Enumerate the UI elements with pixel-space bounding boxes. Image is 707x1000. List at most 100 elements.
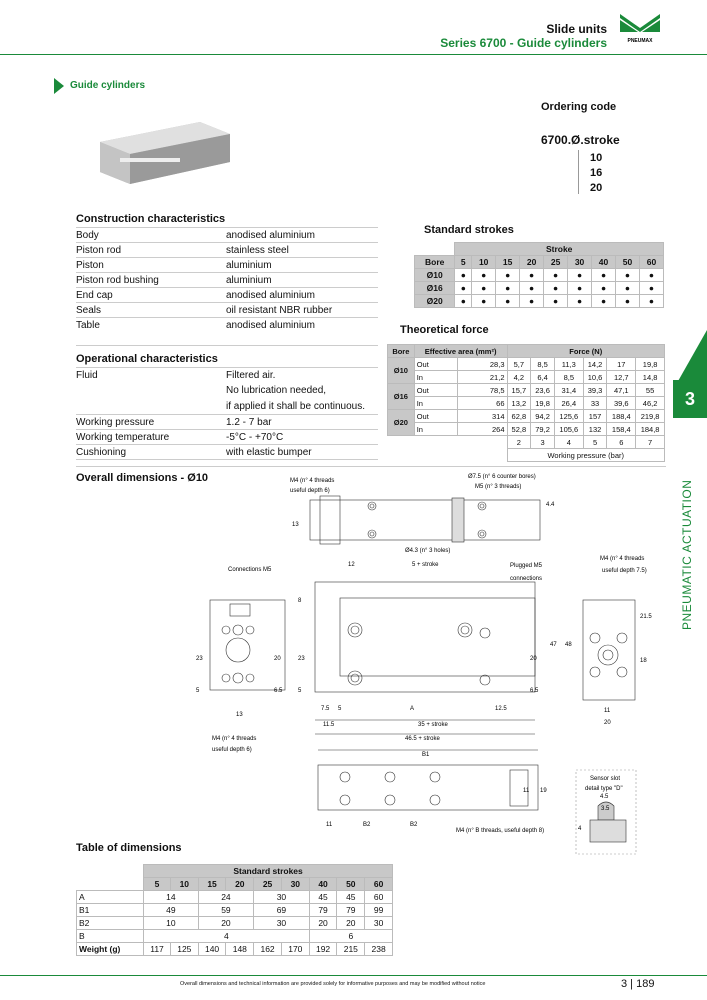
stroke-mark: ●	[454, 281, 473, 295]
header-subtitle: Series 6700 - Guide cylinders	[440, 36, 607, 50]
dimension-label: 5 + stroke	[412, 562, 439, 568]
dimension-label: 11	[326, 822, 333, 828]
th: 30	[567, 255, 593, 269]
dimension-label: Plugged M5	[510, 563, 543, 569]
table-cell: 50	[336, 877, 366, 891]
dimension-label: 5	[196, 688, 200, 694]
table-cell: 7	[635, 435, 665, 449]
dimension-label: 3.5	[601, 806, 610, 812]
ordering-option: 16	[590, 167, 603, 179]
dimension-label: 5	[338, 706, 342, 712]
technical-drawing: M4 (n° 4 threads useful depth 6) Ø7.5 (n…	[196, 474, 652, 855]
table-cell: 10	[169, 877, 199, 891]
operational-row: No lubrication needed,	[226, 384, 327, 396]
stroke-mark: ●	[615, 294, 640, 308]
th: 40	[591, 255, 616, 269]
table-cell: 184,8	[635, 422, 665, 436]
table-cell: 215	[336, 942, 366, 956]
table-cell	[388, 436, 508, 449]
table-cell: 21,2	[456, 370, 508, 384]
table-cell	[388, 449, 508, 462]
ordering-option: 10	[590, 152, 603, 164]
table-cell: Weight (g)	[75, 942, 145, 956]
stroke-mark: ●	[591, 281, 616, 295]
stroke-mark: ●	[567, 268, 593, 282]
table-cell: 19,8	[635, 357, 665, 371]
table-cell: 170	[280, 942, 310, 956]
dimension-label: Ø7.5 (n° 6 counter bores)	[468, 474, 536, 480]
operational-row: Working temperature-5°C - +70°C	[76, 431, 284, 443]
table-cell: 30	[253, 916, 310, 930]
table-cell: 162	[253, 942, 282, 956]
table-row: Ø16●●●●●●●●●	[413, 281, 665, 295]
table-cell: 188,4	[606, 409, 637, 423]
table-cell: 20	[336, 916, 366, 930]
table-cell: 78,5	[456, 383, 508, 397]
table-cell: 157	[582, 409, 608, 423]
table-cell: 45	[336, 890, 366, 904]
construction-title: Construction characteristics	[76, 213, 226, 225]
dimension-label: 35 + stroke	[418, 722, 449, 728]
dimension-label: M5 (n° 3 threads)	[475, 484, 521, 490]
table-cell: 10	[143, 916, 199, 930]
stroke-mark: ●	[591, 294, 616, 308]
table-cell: 66	[456, 396, 508, 410]
table-cell: 4	[143, 929, 310, 943]
dimension-label: connections	[510, 576, 542, 582]
table-cell: 125,6	[553, 409, 584, 423]
table-cell: 40	[308, 877, 338, 891]
ordering-bracket	[578, 150, 588, 194]
section-title: Guide cylinders	[70, 80, 146, 91]
table-cell: 39,3	[582, 383, 608, 397]
operational-title: Operational characteristics	[76, 353, 218, 365]
table-cell: 6	[606, 435, 637, 449]
table-cell: 49	[143, 903, 199, 917]
table-cell: 10,6	[582, 370, 608, 384]
dimension-label: 4	[578, 826, 582, 832]
dimension-label: 7.5	[321, 706, 330, 712]
dimension-label: B2	[363, 822, 371, 828]
stroke-mark: ●	[519, 268, 545, 282]
table-cell: Ø10	[387, 357, 415, 384]
table-cell: 2	[506, 435, 532, 449]
dimension-label: 20	[530, 656, 537, 662]
table-cell: 47,1	[606, 383, 637, 397]
stroke-mark: ●	[454, 294, 473, 308]
table-row: Standard strokes	[77, 864, 393, 878]
table-row: Stroke	[415, 242, 664, 256]
table-cell: 28,3	[456, 357, 508, 371]
force-title: Theoretical force	[400, 324, 489, 336]
page-number: 3 | 189	[621, 978, 655, 990]
dimension-label: 13	[292, 522, 299, 528]
dimension-label: 4.5	[600, 794, 609, 800]
dimension-label: detail type "D"	[585, 786, 623, 792]
th: 20	[519, 255, 545, 269]
dimension-label: 20	[274, 656, 281, 662]
stroke-mark: ●	[615, 268, 640, 282]
dimension-label: 13	[236, 712, 243, 718]
table-cell: 20	[197, 916, 255, 930]
table-cell: 30	[253, 890, 310, 904]
operational-row: if applied it shall be continuous.	[226, 400, 365, 412]
dimension-label: 18	[640, 658, 647, 664]
table-cell: 5	[582, 435, 608, 449]
table-cell: 140	[197, 942, 227, 956]
table-cell: 117	[143, 942, 171, 956]
table-cell: Out	[413, 409, 458, 423]
table-cell: 158,4	[606, 422, 637, 436]
table-cell: 8,5	[553, 370, 584, 384]
table-cell: 17	[606, 357, 637, 371]
divider	[76, 345, 378, 346]
section-arrow-icon	[54, 78, 64, 94]
